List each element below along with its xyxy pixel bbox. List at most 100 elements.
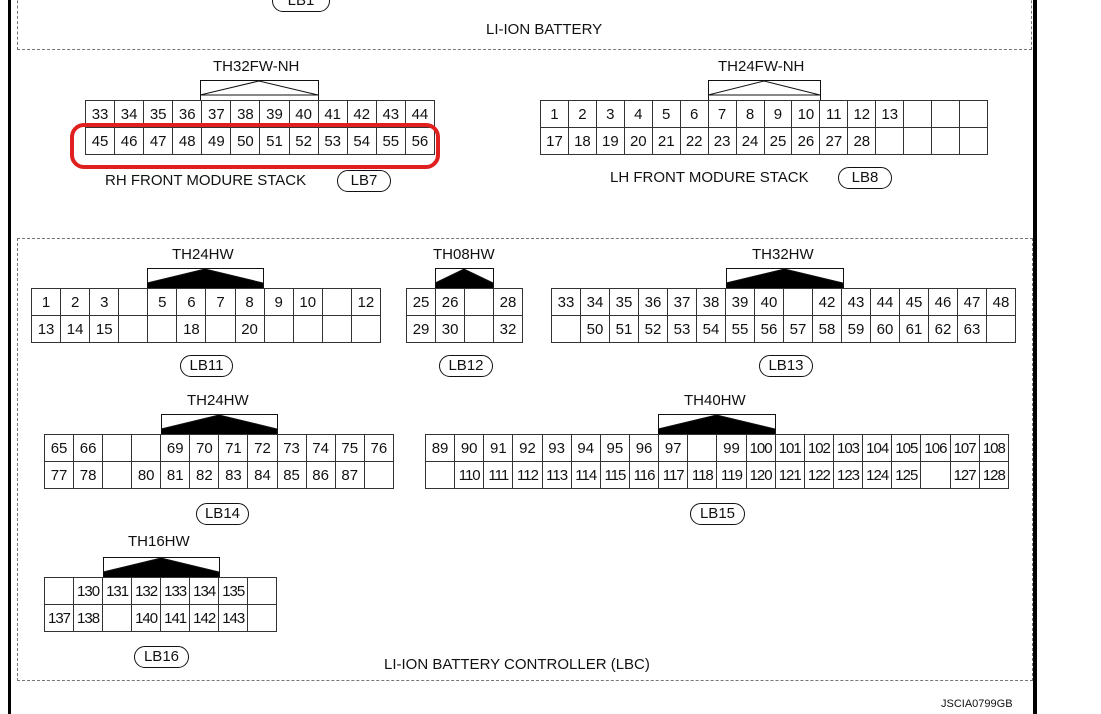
pin-38: 38 — [696, 288, 726, 316]
pin-28: 28 — [847, 127, 877, 155]
pin-empty — [931, 100, 960, 128]
pin-45: 45 — [899, 288, 929, 316]
pin-122: 122 — [803, 461, 834, 489]
pin-29: 29 — [405, 315, 437, 343]
lb11-type: TH24HW — [172, 246, 234, 263]
pin-51: 51 — [609, 315, 639, 343]
pin-133: 133 — [160, 577, 191, 605]
pin-empty — [292, 315, 323, 343]
pin-empty — [147, 315, 178, 343]
pin-35: 35 — [609, 288, 639, 316]
pin-117: 117 — [658, 461, 689, 489]
pin-empty — [903, 127, 933, 155]
pin-112: 112 — [512, 461, 543, 489]
pin-19: 19 — [595, 127, 625, 155]
pin-105: 105 — [891, 434, 922, 462]
pin-102: 102 — [803, 434, 834, 462]
pin-115: 115 — [599, 461, 630, 489]
pin-143: 143 — [218, 604, 249, 632]
pin-55: 55 — [375, 127, 406, 155]
pin-48: 48 — [172, 127, 203, 155]
pin-45: 45 — [84, 127, 116, 155]
li-ion-battery-title: LI-ION BATTERY — [486, 21, 603, 38]
pin-104: 104 — [862, 434, 893, 462]
pin-32: 32 — [492, 315, 524, 343]
pin-53: 53 — [667, 315, 697, 343]
pin-empty — [920, 461, 951, 489]
pin-26: 26 — [435, 288, 466, 316]
lb16-header-shape — [103, 557, 220, 578]
pin-114: 114 — [570, 461, 601, 489]
pin-97: 97 — [658, 434, 689, 462]
pin-12: 12 — [847, 100, 877, 128]
pin-108: 108 — [978, 434, 1010, 462]
lb12-pill: LB12 — [439, 355, 493, 377]
pin-8: 8 — [234, 288, 265, 316]
pin-empty — [321, 315, 352, 343]
pin-54: 54 — [346, 127, 377, 155]
lb13-pill: LB13 — [759, 355, 813, 377]
pin-empty — [958, 100, 989, 128]
pin-22: 22 — [679, 127, 709, 155]
pin-2: 2 — [567, 100, 597, 128]
lb13-type: TH32HW — [752, 246, 814, 263]
pin-137: 137 — [43, 604, 75, 632]
lb8-header-shape — [708, 80, 821, 101]
pin-20: 20 — [234, 315, 265, 343]
pin-52: 52 — [638, 315, 668, 343]
pin-123: 123 — [832, 461, 864, 489]
figure-code: JSCIA0799GB — [941, 698, 1013, 710]
lb11-pill: LB11 — [180, 355, 233, 377]
pin-44: 44 — [870, 288, 900, 316]
lb15-pill: LB15 — [690, 503, 745, 525]
pin-18: 18 — [176, 315, 207, 343]
pin-83: 83 — [218, 461, 249, 489]
pin-101: 101 — [774, 434, 805, 462]
pin-18: 18 — [567, 127, 597, 155]
pin-86: 86 — [305, 461, 336, 489]
pin-120: 120 — [745, 461, 776, 489]
pin-90: 90 — [454, 434, 485, 462]
pin-58: 58 — [812, 315, 842, 343]
pin-3: 3 — [595, 100, 625, 128]
pin-85: 85 — [276, 461, 307, 489]
pin-130: 130 — [73, 577, 104, 605]
lb14-pill: LB14 — [196, 503, 249, 525]
lb7-pill: LB7 — [337, 170, 391, 192]
pin-13: 13 — [30, 315, 62, 343]
pin-empty — [43, 577, 75, 605]
lb12-type: TH08HW — [433, 246, 495, 263]
lb8-type: TH24FW-NH — [718, 58, 805, 75]
pin-12: 12 — [350, 288, 382, 316]
lb16-type: TH16HW — [128, 533, 190, 550]
pin-65: 65 — [43, 434, 75, 462]
pin-empty — [986, 315, 1016, 343]
pin-empty — [263, 315, 294, 343]
pin-72: 72 — [247, 434, 278, 462]
lb7-type: TH32FW-NH — [213, 58, 300, 75]
lb15-type: TH40HW — [684, 392, 746, 409]
pin-empty — [350, 315, 382, 343]
pin-empty — [102, 461, 133, 489]
pin-80: 80 — [131, 461, 162, 489]
pin-135: 135 — [218, 577, 249, 605]
pin-8: 8 — [735, 100, 765, 128]
pin-20: 20 — [623, 127, 653, 155]
pin-3: 3 — [89, 288, 120, 316]
pin-1: 1 — [540, 100, 569, 128]
pin-50: 50 — [230, 127, 261, 155]
pin-10: 10 — [292, 288, 323, 316]
pin-62: 62 — [928, 315, 958, 343]
pin-33: 33 — [551, 288, 581, 316]
li-ion-battery-box — [17, 0, 1032, 50]
pin-42: 42 — [812, 288, 842, 316]
pin-134: 134 — [189, 577, 220, 605]
pin-100: 100 — [745, 434, 776, 462]
pin-118: 118 — [687, 461, 718, 489]
